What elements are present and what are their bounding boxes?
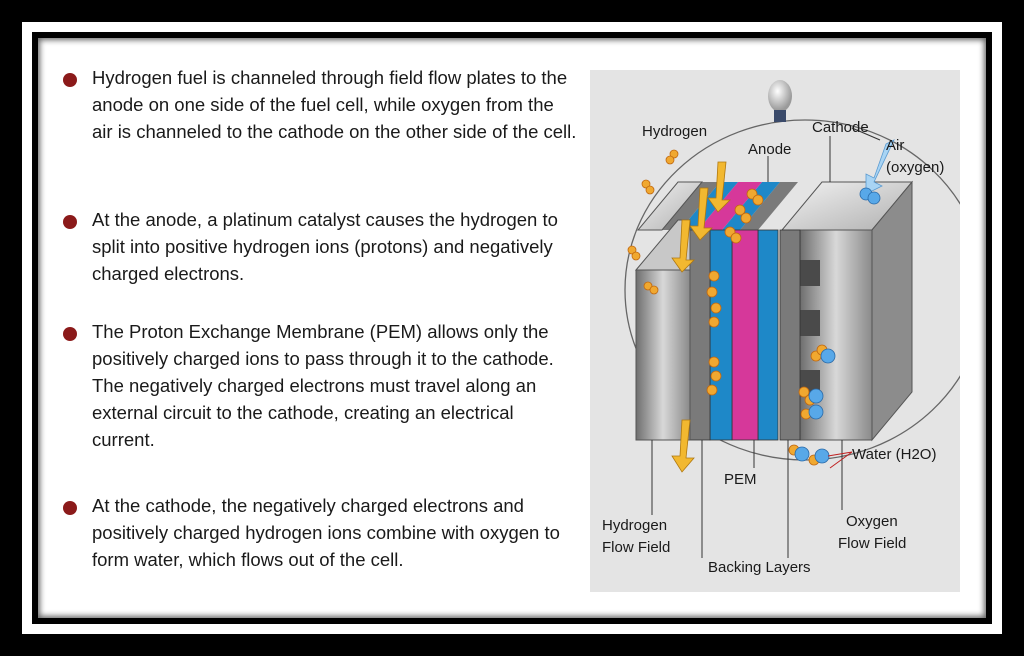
label-hydrogen: Hydrogen <box>642 123 707 140</box>
cathode-electrode-top <box>722 182 780 230</box>
water-molecule-icon <box>788 344 836 466</box>
bullet-dot-icon <box>63 501 77 515</box>
label-oxygen-flow-field-1: Oxygen <box>846 513 898 530</box>
cathode-backing-layer <box>779 229 801 441</box>
label-hydrogen-flow-field-2: Flow Field <box>602 539 670 556</box>
bullet-item: At the cathode, the negatively charged e… <box>58 492 578 573</box>
bullet-item: The Proton Exchange Membrane (PEM) allow… <box>58 318 578 453</box>
anode-electrode <box>709 229 733 441</box>
label-backing-layers: Backing Layers <box>708 559 811 576</box>
bullet-item: At the anode, a platinum catalyst causes… <box>58 206 578 287</box>
label-pem: PEM <box>724 471 757 488</box>
oxygen-channel <box>800 310 820 336</box>
label-hydrogen-flow-field-1: Hydrogen <box>602 517 667 534</box>
bullet-text: The Proton Exchange Membrane (PEM) allow… <box>92 321 554 450</box>
bullet-text: At the anode, a platinum catalyst causes… <box>92 209 558 284</box>
pem-top <box>698 182 762 230</box>
label-cathode: Cathode <box>812 119 869 136</box>
proton-particle-icon <box>706 188 764 396</box>
hydrogen-flow-plate-top <box>636 181 704 231</box>
label-oxygen-flow-field-2: Flow Field <box>838 535 906 552</box>
label-water: Water (H2O) <box>852 446 936 463</box>
cathode-electrode <box>757 229 779 441</box>
bullet-dot-icon <box>63 327 77 341</box>
bullet-dot-icon <box>63 73 77 87</box>
label-oxygen: (oxygen) <box>886 159 944 176</box>
fuel-cell-diagram: Hydrogen Cathode Anode Air (oxygen) Wate… <box>590 70 960 592</box>
bullet-dot-icon <box>63 215 77 229</box>
pem-layer <box>731 229 759 441</box>
anode-electrode-top <box>680 182 738 230</box>
light-bulb-icon <box>768 80 792 122</box>
label-air: Air <box>886 137 904 154</box>
hydrogen-flow-plate-front <box>635 269 691 441</box>
hydrogen-molecule-icon <box>627 149 679 295</box>
leader-lines <box>651 127 881 558</box>
oxygen-channel <box>800 260 820 286</box>
backing-layer-top <box>740 182 798 230</box>
oxygen-molecule-icon <box>859 187 881 205</box>
bullet-text: At the cathode, the negatively charged e… <box>92 495 560 570</box>
label-anode: Anode <box>748 141 791 158</box>
air-inflow-arrow-icon <box>865 139 895 195</box>
bullet-item: Hydrogen fuel is channeled through field… <box>58 64 578 145</box>
hydrogen-inflow-arrow-icon <box>671 161 731 473</box>
bullet-text: Hydrogen fuel is channeled through field… <box>92 67 577 142</box>
